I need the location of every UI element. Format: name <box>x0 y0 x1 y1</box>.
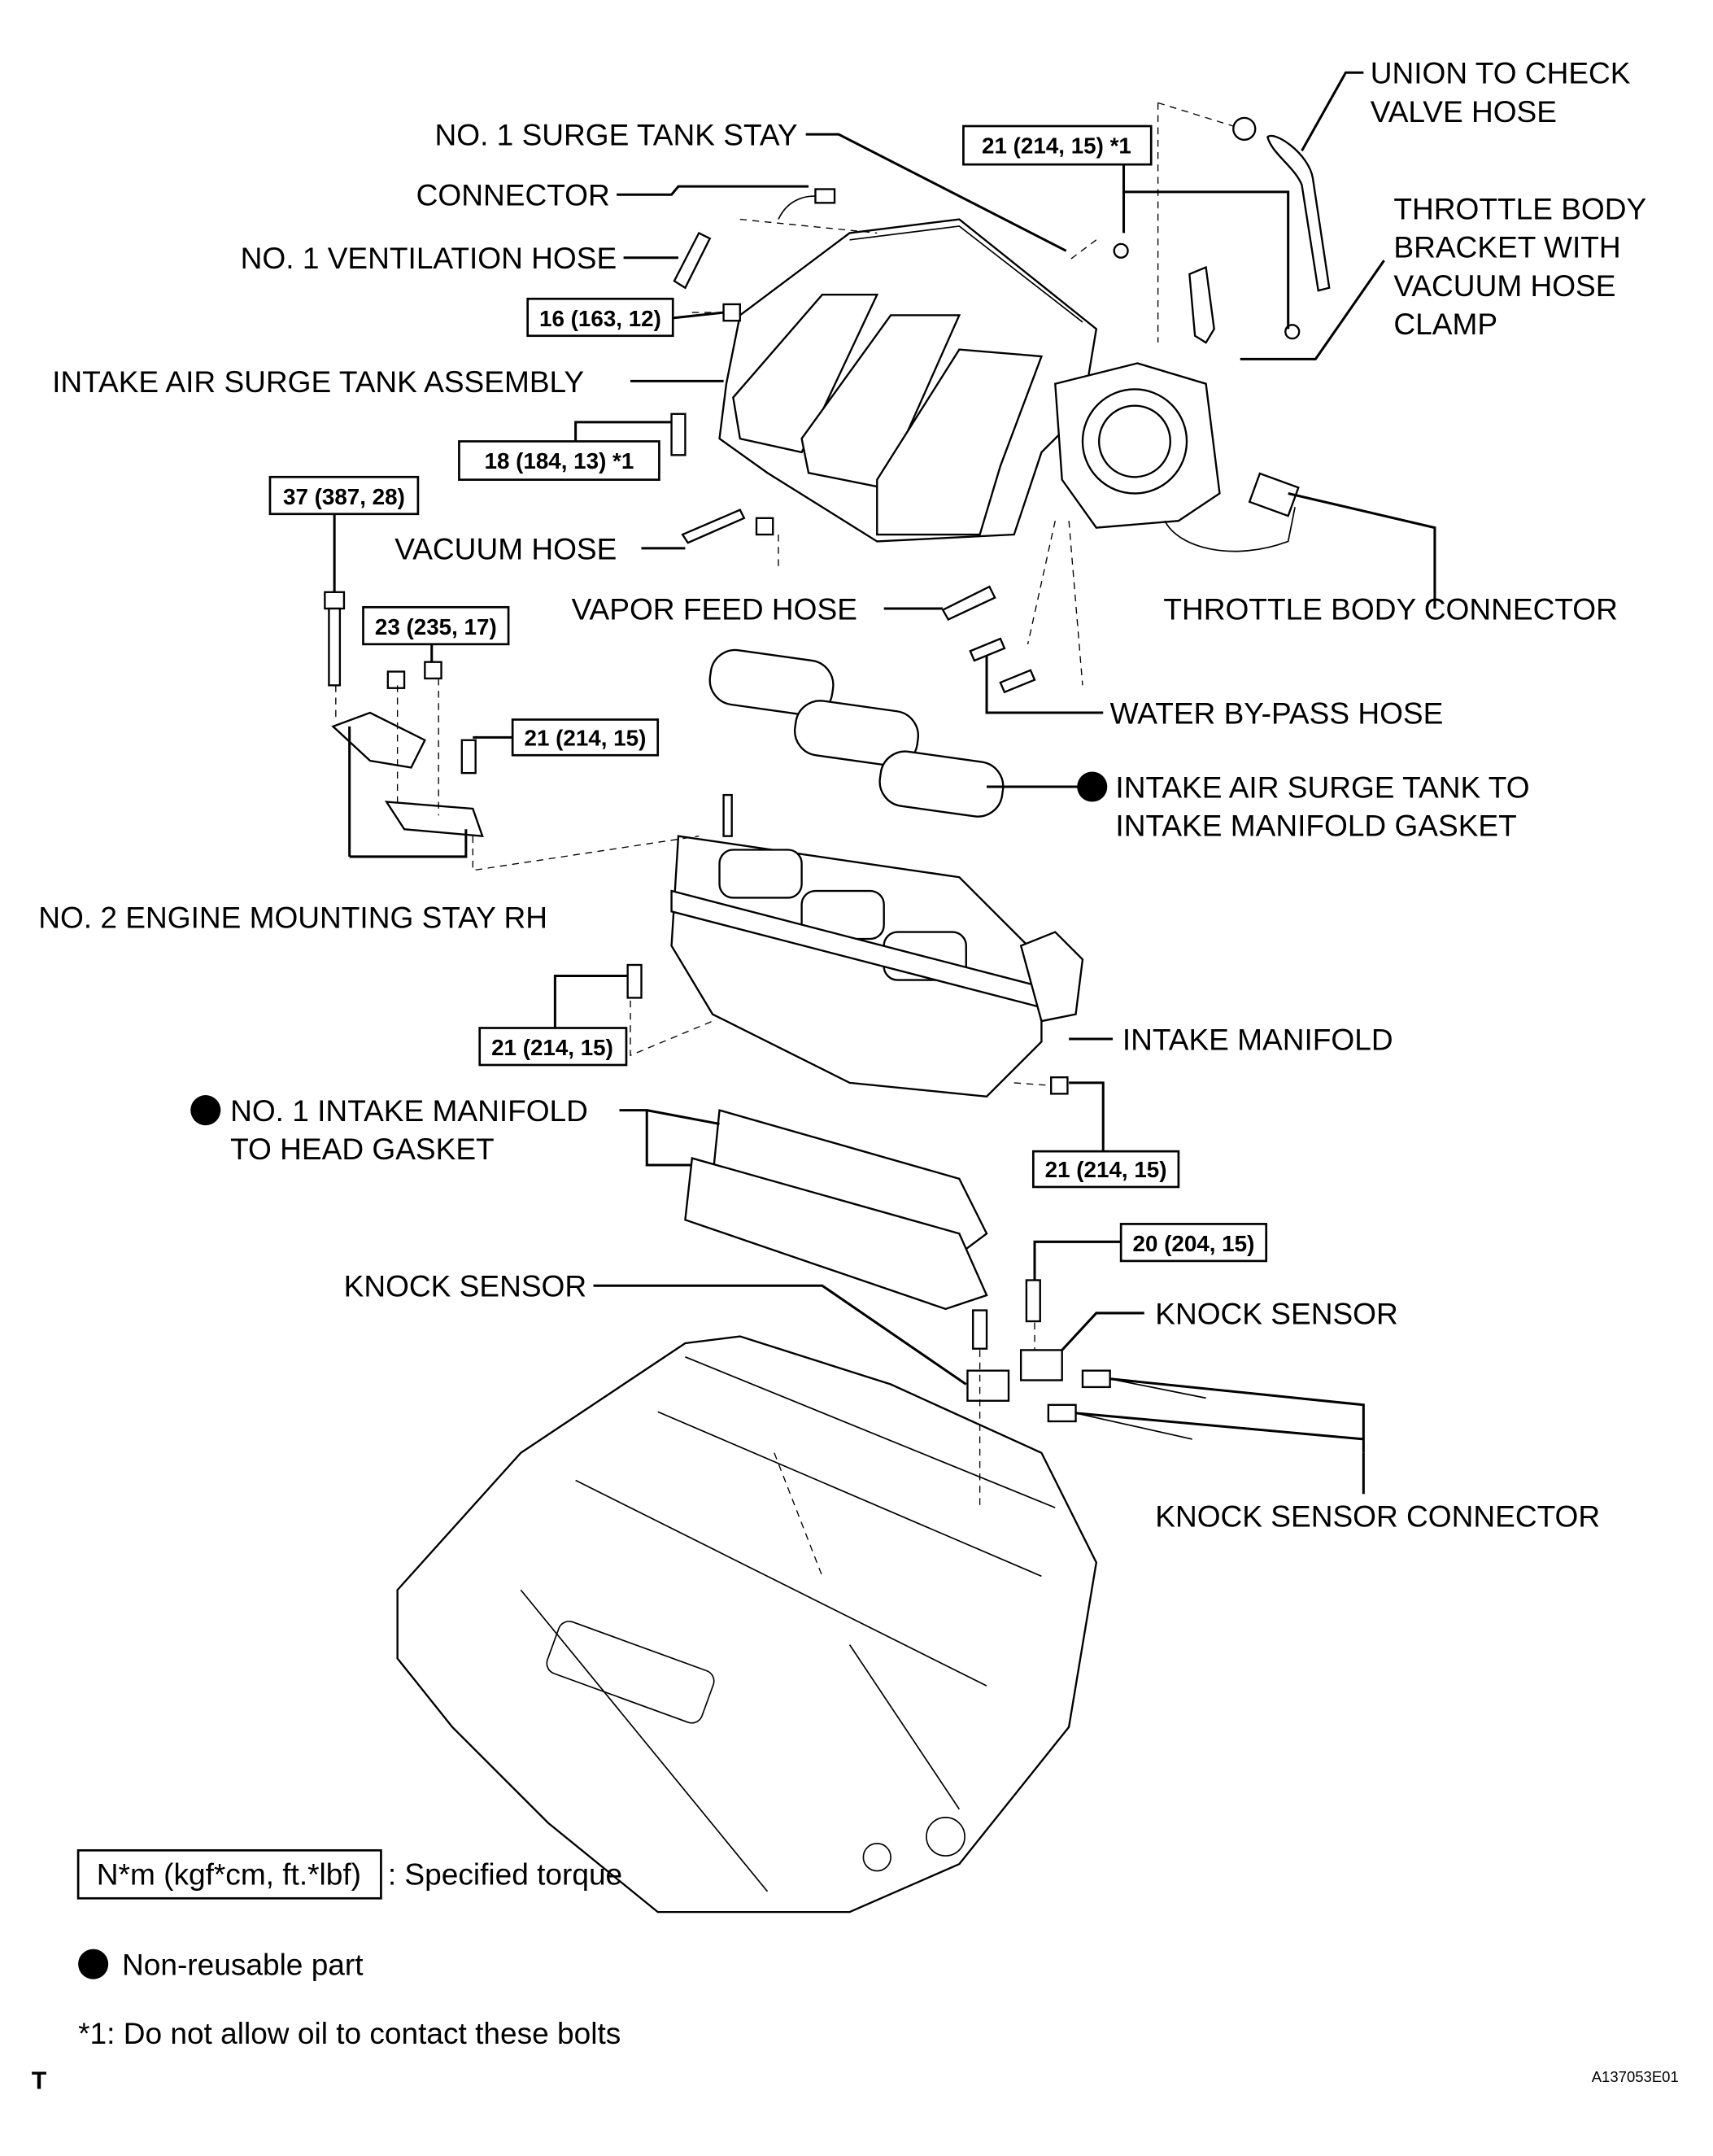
torque-box-t3: 18 (184, 13) *1 <box>485 448 634 474</box>
label-throttle-bracket-line4: CLAMP <box>1393 307 1497 341</box>
torque-box-t2: 16 (163, 12) <box>539 306 661 331</box>
engine-mounting-stay-drawing <box>331 711 484 837</box>
label-head-gasket-line2: TO HEAD GASKET <box>230 1132 495 1166</box>
label-vapor-feed-hose: VAPOR FEED HOSE <box>572 591 857 626</box>
bracket-drawing <box>1113 242 1301 344</box>
figure-code: A137053E01 <box>1592 2068 1679 2085</box>
label-knock-sensor-right: KNOCK SENSOR <box>1155 1296 1398 1330</box>
leader-lines <box>333 71 1436 1495</box>
torque-box-t9: 20 (204, 15) <box>1133 1231 1255 1256</box>
nonreusable-marker-icon <box>1077 771 1108 802</box>
legend-note: *1: Do not allow oil to contact these bo… <box>78 2016 621 2050</box>
label-surge-tank-gasket-line1: INTAKE AIR SURGE TANK TO <box>1115 770 1529 804</box>
surge-tank-assembly-drawing <box>718 218 1098 543</box>
nonreusable-marker-icon <box>78 1949 109 1979</box>
intake-manifold-drawing <box>670 793 1084 1098</box>
label-throttle-body-connector: THROTTLE BODY CONNECTOR <box>1163 591 1618 626</box>
throttle-body-drawing <box>1054 362 1300 552</box>
label-engine-mounting-stay: NO. 2 ENGINE MOUNTING STAY RH <box>38 901 547 935</box>
nonreusable-marker-icon <box>190 1095 221 1126</box>
union-hose-drawing <box>1232 116 1331 292</box>
label-throttle-bracket-line2: BRACKET WITH <box>1393 230 1620 264</box>
torque-box-t6: 21 (214, 15) <box>525 725 647 750</box>
legend-torque-unit: N*m (kgf*cm, ft.*lbf) <box>97 1857 361 1891</box>
bolts-drawing <box>324 303 1069 1350</box>
label-union-hose-line2: VALVE HOSE <box>1371 94 1557 129</box>
surge-tank-gaskets-drawing <box>708 648 1005 818</box>
part-labels: UNION TO CHECK VALVE HOSE NO. 1 SURGE TA… <box>38 56 1646 1534</box>
torque-box-t7: 21 (214, 15) <box>491 1035 613 1060</box>
torque-box-t5: 23 (235, 17) <box>375 614 497 639</box>
label-throttle-bracket-line1: THROTTLE BODY <box>1393 192 1646 226</box>
head-gaskets-drawing <box>684 1109 988 1311</box>
label-surge-tank-assembly: INTAKE AIR SURGE TANK ASSEMBLY <box>52 364 584 399</box>
label-water-bypass-hose: WATER BY-PASS HOSE <box>1110 696 1444 731</box>
legend-torque-desc: : Specified torque <box>388 1857 622 1891</box>
label-connector: CONNECTOR <box>416 178 610 212</box>
torque-specs: 21 (214, 15) *1 16 (163, 12) 18 (184, 13… <box>268 124 1268 1263</box>
label-head-gasket-line1: NO. 1 INTAKE MANIFOLD <box>230 1093 588 1128</box>
label-knock-sensor-left: KNOCK SENSOR <box>344 1269 586 1303</box>
knock-sensors-drawing <box>966 1349 1206 1440</box>
legend: N*m (kgf*cm, ft.*lbf) : Specified torque… <box>76 1848 622 2050</box>
label-intake-manifold: INTAKE MANIFOLD <box>1122 1022 1393 1056</box>
engine-block-drawing <box>396 1335 1098 1914</box>
label-vacuum-hose: VACUUM HOSE <box>394 531 617 565</box>
alignment-lines <box>335 102 1234 1577</box>
label-throttle-bracket-line3: VACUUM HOSE <box>1393 268 1615 303</box>
torque-box-t4: 37 (387, 28) <box>283 484 405 509</box>
label-surge-tank-gasket-line2: INTAKE MANIFOLD GASKET <box>1115 809 1516 843</box>
footer-left-mark: T <box>32 2067 47 2094</box>
legend-nonreusable: Non-reusable part <box>122 1948 364 1982</box>
label-knock-sensor-connector: KNOCK SENSOR CONNECTOR <box>1155 1499 1600 1534</box>
label-ventilation-hose: NO. 1 VENTILATION HOSE <box>241 241 617 275</box>
label-union-hose-line1: UNION TO CHECK <box>1371 56 1631 90</box>
label-surge-tank-stay: NO. 1 SURGE TANK STAY <box>435 118 798 152</box>
torque-box-t8: 21 (214, 15) <box>1045 1157 1167 1182</box>
torque-box-t1: 21 (214, 15) *1 <box>982 133 1131 159</box>
small-hoses-drawing <box>673 188 1036 694</box>
